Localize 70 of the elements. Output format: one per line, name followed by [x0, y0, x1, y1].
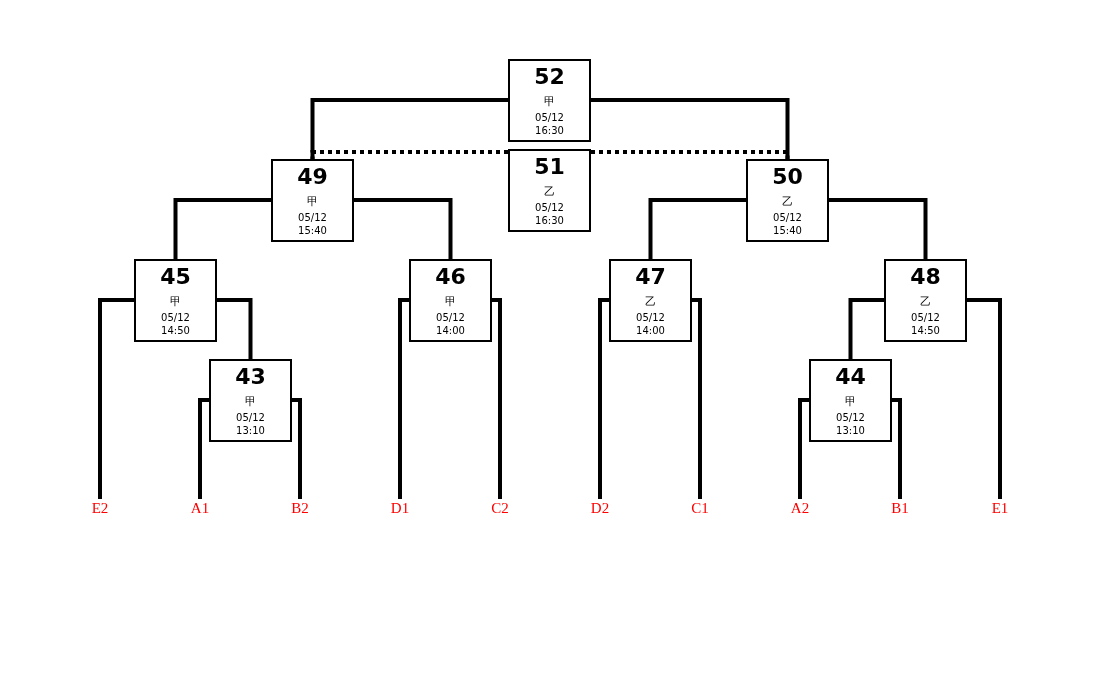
match-box [409, 259, 492, 342]
court-label: 乙 [782, 195, 793, 209]
bracket-line [310, 98, 508, 159]
court-label: 乙 [920, 295, 931, 309]
team-label: C1 [680, 499, 720, 517]
court-label: 甲 [544, 95, 555, 109]
bracket-line [798, 398, 809, 499]
match-box [884, 259, 967, 342]
bracket-line [98, 298, 134, 499]
court-label: 甲 [445, 295, 456, 309]
bracket-line [692, 298, 702, 499]
match-time: 05/12 15:40 [772, 211, 803, 237]
match-time: 05/12 15:40 [297, 211, 328, 237]
match-box [134, 259, 217, 342]
dashed-bracket-line [310, 150, 508, 159]
court-label: 甲 [245, 395, 256, 409]
bracket-line [848, 298, 884, 359]
match-number: 46 [435, 264, 466, 290]
team-label: B2 [280, 499, 320, 517]
bracket-line [492, 298, 502, 499]
match-box [746, 159, 829, 242]
bracket-line [591, 98, 790, 159]
bracket-line [198, 398, 209, 499]
match-box [508, 149, 591, 232]
court-label: 乙 [544, 185, 555, 199]
court-label: 甲 [170, 295, 181, 309]
team-label: C2 [480, 499, 520, 517]
team-label: B1 [880, 499, 920, 517]
match-box [271, 159, 354, 242]
team-label: E1 [980, 499, 1020, 517]
bracket-line [598, 298, 609, 499]
bracket-line [173, 198, 271, 259]
match-time: 05/12 13:10 [835, 411, 866, 437]
match-number: 52 [534, 64, 565, 90]
match-number: 50 [772, 164, 803, 190]
team-label: A2 [780, 499, 820, 517]
team-label: A1 [180, 499, 220, 517]
court-label: 甲 [845, 395, 856, 409]
match-box [209, 359, 292, 442]
bracket-line [892, 398, 902, 499]
bracket-line [398, 298, 409, 499]
bracket-line [829, 198, 928, 259]
court-label: 乙 [645, 295, 656, 309]
bracket-line [217, 298, 253, 359]
match-time: 05/12 14:50 [160, 311, 191, 337]
match-time: 05/12 14:00 [435, 311, 466, 337]
match-time: 05/12 14:00 [635, 311, 666, 337]
match-number: 43 [235, 364, 266, 390]
court-label: 甲 [307, 195, 318, 209]
match-number: 49 [297, 164, 328, 190]
match-box [508, 59, 591, 142]
match-box [809, 359, 892, 442]
match-box [609, 259, 692, 342]
match-number: 48 [910, 264, 941, 290]
match-time: 05/12 14:50 [910, 311, 941, 337]
team-label: D2 [580, 499, 620, 517]
match-time: 05/12 16:30 [534, 201, 565, 227]
bracket-line [292, 398, 302, 499]
dashed-bracket-line [591, 150, 790, 159]
bracket-line [967, 298, 1002, 499]
match-number: 44 [835, 364, 866, 390]
match-number: 45 [160, 264, 191, 290]
match-time: 05/12 16:30 [534, 111, 565, 137]
match-number: 47 [635, 264, 666, 290]
match-number: 51 [534, 154, 565, 180]
bracket-line [648, 198, 746, 259]
team-label: E2 [80, 499, 120, 517]
team-label: D1 [380, 499, 420, 517]
match-time: 05/12 13:10 [235, 411, 266, 437]
bracket-line [354, 198, 453, 259]
